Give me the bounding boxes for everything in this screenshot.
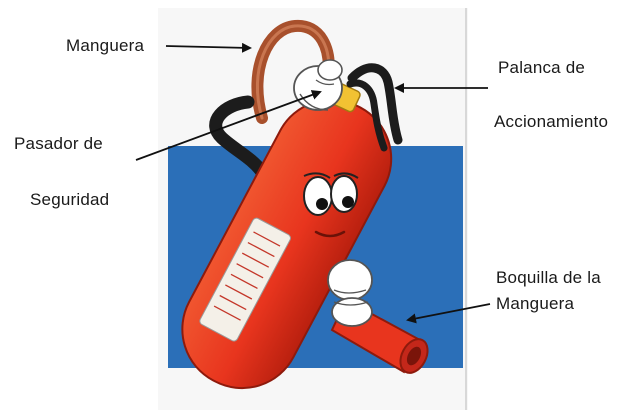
label-boquilla-line1: Boquilla de la (496, 268, 601, 288)
label-manguera: Manguera (66, 36, 144, 56)
label-palanca-line2: Accionamiento (494, 112, 608, 132)
label-pasador-line2: Seguridad (30, 190, 109, 210)
bottom-glove (328, 260, 372, 326)
label-boquilla-line2: Manguera (496, 294, 574, 314)
label-palanca-line1: Palanca de (498, 58, 585, 78)
label-pasador-line1: Pasador de (14, 134, 103, 154)
